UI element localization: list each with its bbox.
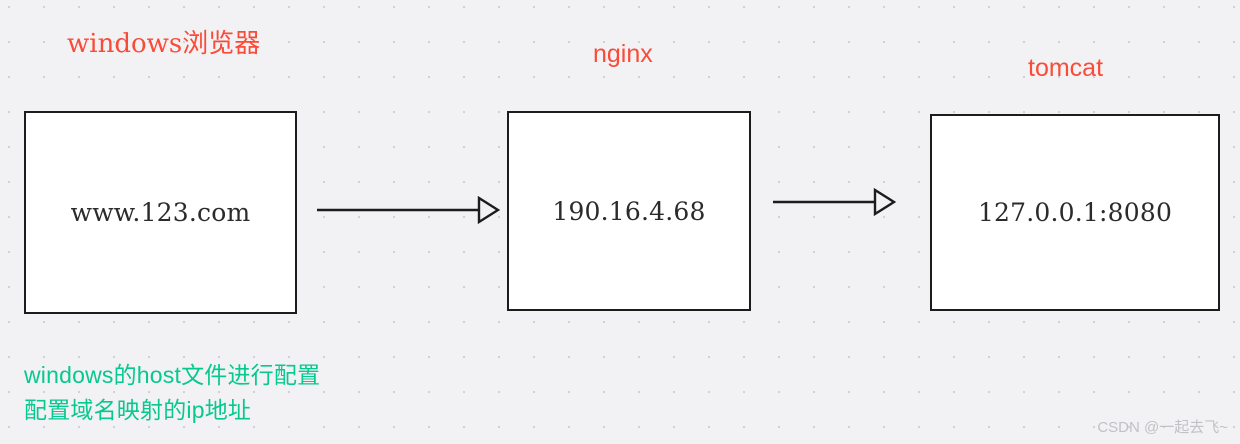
node-box-tomcat[interactable]: 127.0.0.1:8080	[930, 114, 1220, 311]
arrow-nginx-to-tomcat	[773, 187, 896, 217]
node-title-tomcat: tomcat	[1028, 54, 1104, 82]
node-label-browser: www.123.com	[70, 198, 251, 227]
arrow-browser-to-nginx	[317, 195, 500, 225]
node-label-nginx: 190.16.4.68	[552, 196, 706, 226]
node-title-browser: windows浏览器	[67, 29, 261, 59]
node-box-nginx[interactable]: 190.16.4.68	[507, 111, 751, 311]
csdn-watermark: CSDN @一起去飞~	[1097, 419, 1228, 436]
annotation-line-2: 配置域名映射的ip地址	[24, 397, 252, 423]
node-title-nginx: nginx	[593, 40, 653, 68]
node-label-tomcat: 127.0.0.1:8080	[977, 198, 1173, 227]
node-box-browser[interactable]: www.123.com	[24, 111, 297, 314]
annotation-host-config: windows的host文件进行配置 配置域名映射的ip地址	[24, 358, 320, 428]
annotation-line-1: windows的host文件进行配置	[24, 362, 321, 388]
